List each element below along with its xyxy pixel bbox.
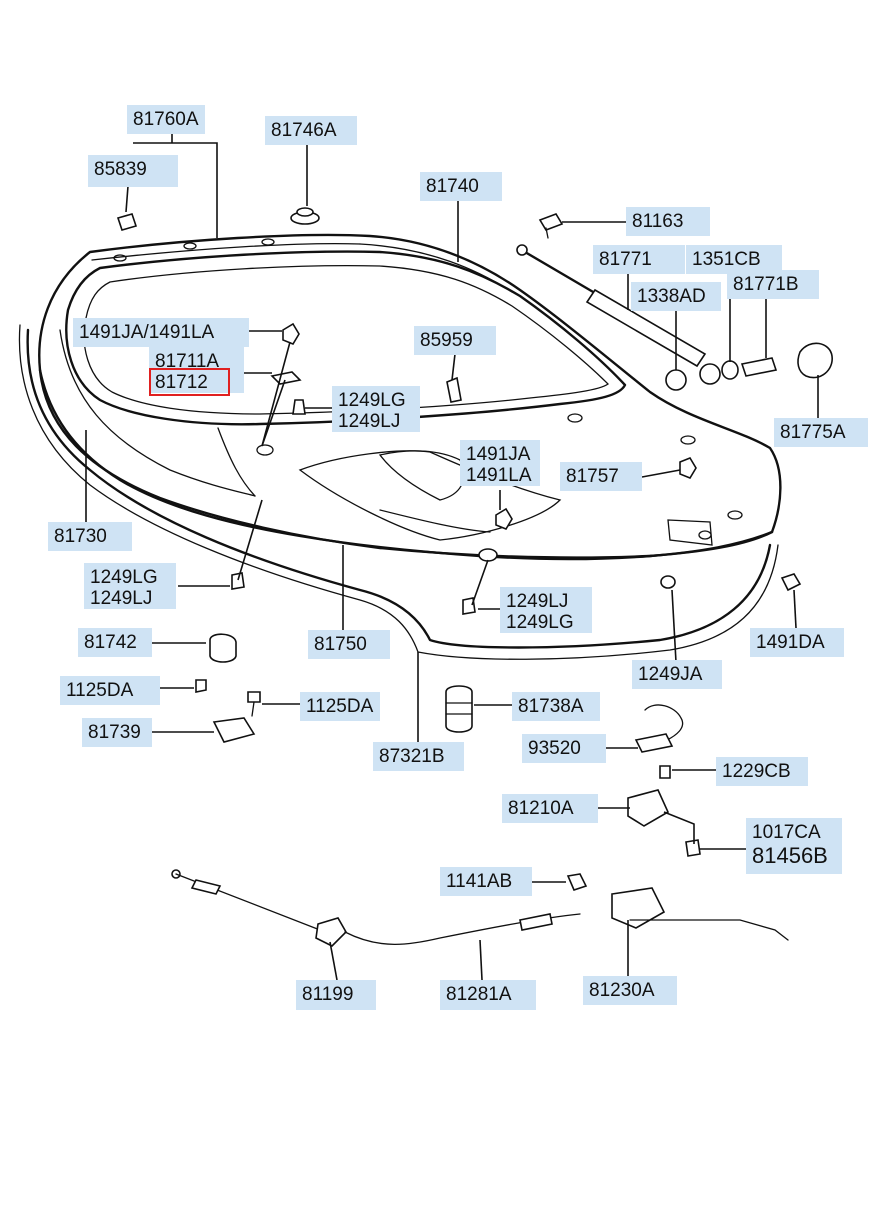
label-81757: 81757 xyxy=(560,462,642,491)
label-81771B: 81771B xyxy=(727,270,819,299)
label-1017CA: 1017CA xyxy=(752,822,821,843)
label-1351CB: 1351CB xyxy=(686,245,782,274)
highlight-81712 xyxy=(149,368,230,396)
label-1249JA: 1249JA xyxy=(632,660,722,689)
label-1491JA-1491LA-mid: 1491JA 1491LA xyxy=(460,440,540,486)
label-1229CB: 1229CB xyxy=(716,757,808,786)
tailgate-panel xyxy=(18,233,782,660)
label-1491JA-1491LA-top: 1491JA/1491LA xyxy=(73,318,249,347)
label-81746A: 81746A xyxy=(265,116,357,145)
label-1249LG-mid: 1249LG xyxy=(506,612,574,633)
label-1249LG-1249LJ-left: 1249LG 1249LJ xyxy=(84,563,176,609)
label-81771: 81771 xyxy=(593,245,685,274)
label-1249LJ-top: 1249LJ xyxy=(338,411,401,432)
label-1491LA-mid: 1491LA xyxy=(466,465,532,486)
label-81163: 81163 xyxy=(626,207,710,236)
label-81739: 81739 xyxy=(82,718,152,747)
label-81738A: 81738A xyxy=(512,692,600,721)
label-93520: 93520 xyxy=(522,734,606,763)
label-1141AB: 1141AB xyxy=(440,867,532,896)
label-81712: 81712 xyxy=(155,372,208,393)
label-81730: 81730 xyxy=(48,522,132,551)
label-1125DA-left: 1125DA xyxy=(60,676,160,705)
label-1249LJ-left: 1249LJ xyxy=(90,588,153,609)
label-1249LJ-1249LG-mid: 1249LJ 1249LG xyxy=(500,587,592,633)
label-1125DA-right: 1125DA xyxy=(300,692,380,721)
label-81775A: 81775A xyxy=(774,418,868,447)
label-1249LJ-mid: 1249LJ xyxy=(506,591,569,612)
label-81456B: 81456B xyxy=(752,843,828,868)
label-1338AD: 1338AD xyxy=(631,282,721,311)
label-1491JA-mid: 1491JA xyxy=(466,444,531,465)
label-81742: 81742 xyxy=(78,628,152,657)
label-81760A: 81760A xyxy=(127,105,205,134)
label-87321B: 87321B xyxy=(373,742,464,771)
label-1017CA-81456B: 1017CA 81456B xyxy=(746,818,842,874)
label-81711A: 81711A xyxy=(155,351,220,372)
label-81750: 81750 xyxy=(308,630,390,659)
label-1249LG-top: 1249LG xyxy=(338,390,406,411)
label-1491DA: 1491DA xyxy=(750,628,844,657)
label-85839: 85839 xyxy=(88,155,178,187)
leader-lines xyxy=(85,130,819,981)
label-81740: 81740 xyxy=(420,172,502,201)
label-81281A: 81281A xyxy=(440,980,536,1010)
label-81711A-81712: 81711A 81712 xyxy=(149,347,244,393)
label-81230A: 81230A xyxy=(583,976,677,1005)
label-1249LG-1249LJ-top: 1249LG 1249LJ xyxy=(332,386,420,432)
label-81199: 81199 xyxy=(296,980,376,1010)
label-85959: 85959 xyxy=(414,326,496,355)
label-81210A: 81210A xyxy=(502,794,598,823)
label-1249LG-left: 1249LG xyxy=(90,567,158,588)
